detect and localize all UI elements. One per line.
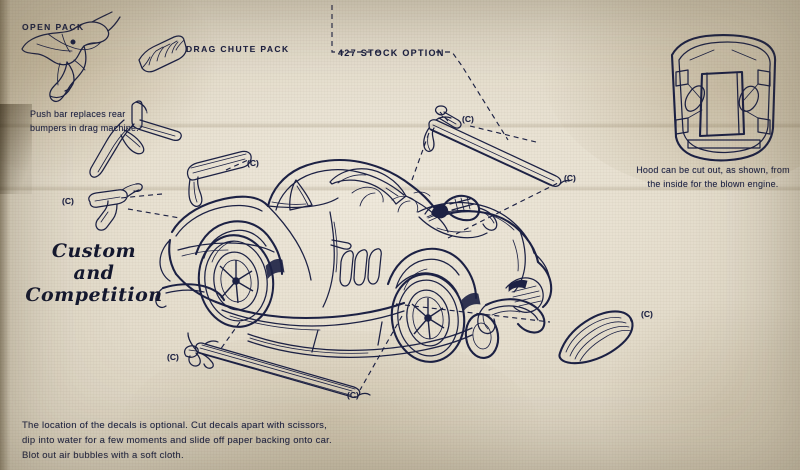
drag-chute-pack-illustration [138, 35, 187, 73]
callout-c-side-pipe-left: (C) [167, 352, 179, 362]
title-line-2: and [73, 262, 115, 284]
leader-rear-spoiler [225, 159, 249, 171]
leader-left-callout [119, 193, 163, 199]
rear-spoiler-part [186, 150, 252, 207]
label-open-pack: OPEN PACK [22, 22, 85, 32]
caption-hood-cutout: Hood can be cut out, as shown, from the … [636, 165, 790, 189]
side-exhaust-pipes [247, 327, 473, 358]
side-pipe-long-part [187, 332, 371, 398]
callout-c-upper-pin: (C) [462, 114, 474, 124]
hood-cutout-diagram [670, 34, 777, 162]
corvette-body-illustration [155, 158, 553, 363]
page-title: Custom and Competition [14, 240, 174, 306]
blown-engine-detail [424, 194, 498, 231]
label-427-stock-option: 427 STOCK OPTION [338, 48, 445, 58]
leader-side-pipe-left [219, 321, 241, 351]
open-pack-illustration [21, 11, 121, 102]
callout-c-rear-spoiler: (C) [247, 158, 259, 168]
rear-wheel [197, 234, 275, 328]
callout-c-exhaust-cover: (C) [641, 309, 653, 319]
leader-upper-pin [439, 111, 449, 122]
left-bracket-part [88, 183, 143, 231]
sill-strut [311, 329, 319, 353]
footer-line-2: dip into water for a few moments and sli… [22, 435, 332, 446]
footer-line-1: The location of the decals is optional. … [22, 420, 328, 431]
leader-roof-rail-body [411, 129, 431, 181]
push-bar-illustration [89, 100, 182, 178]
finned-exhaust-cover-part [558, 310, 634, 365]
stock-option-leader-left [331, 5, 384, 53]
title-line-1: Custom [51, 240, 137, 262]
leader-left-bracket [127, 208, 181, 219]
callout-c-side-pipe-right: (C) [347, 390, 359, 400]
note-push-bar: Push bar replaces rear bumpers in drag m… [30, 109, 139, 133]
fender-vents [339, 248, 382, 287]
sill-strut [377, 321, 383, 346]
label-drag-chute-pack: DRAG CHUTE PACK [186, 44, 290, 54]
long-roof-rail-part [423, 116, 570, 187]
leader-roof-rail-top [469, 125, 537, 143]
leader-roof-rail-bottom [447, 181, 561, 239]
leader-exhaust-cover [395, 303, 551, 323]
stock-option-leader-right [436, 51, 509, 141]
footer-line-3: Blot out air bubbles with a soft cloth. [22, 450, 184, 461]
front-wheel [390, 272, 466, 363]
callout-c-left-bracket: (C) [62, 196, 74, 206]
title-line-3: Competition [25, 284, 163, 306]
callout-c-long-rail-right: (C) [564, 173, 576, 183]
small-hook-part [184, 345, 214, 369]
footer-decal-instructions: The location of the decals is optional. … [22, 418, 382, 463]
